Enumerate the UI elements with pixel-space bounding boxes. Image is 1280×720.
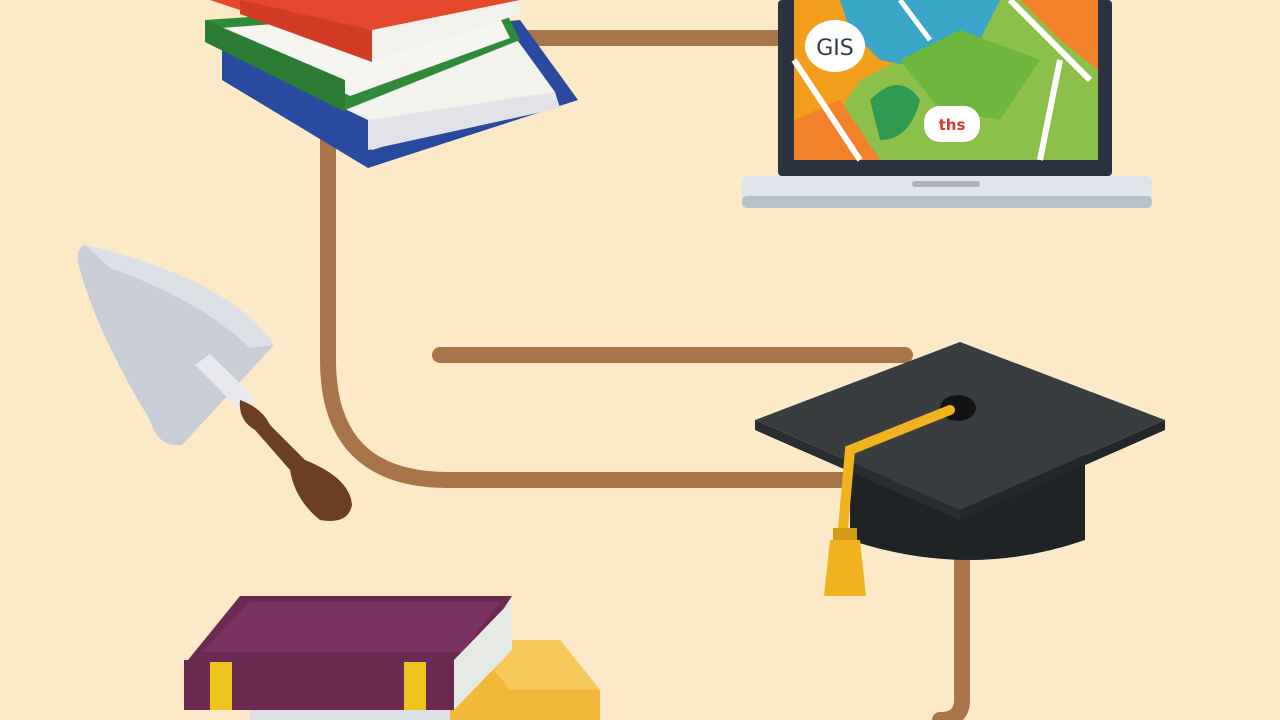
graduation-cap-icon	[755, 342, 1165, 596]
tassel-icon	[824, 405, 955, 596]
map-icon: GIS ths	[791, 0, 1098, 162]
trowel-icon	[77, 245, 352, 521]
map-label-gis: GIS	[816, 36, 854, 61]
laptop-icon: GIS ths	[742, 0, 1152, 208]
book-stack-icon	[205, 0, 578, 168]
book-stack-bottom-icon	[184, 596, 600, 720]
path-left-loop	[320, 132, 858, 488]
map-sign-label: ths	[939, 116, 966, 134]
path-bottom	[932, 552, 970, 720]
